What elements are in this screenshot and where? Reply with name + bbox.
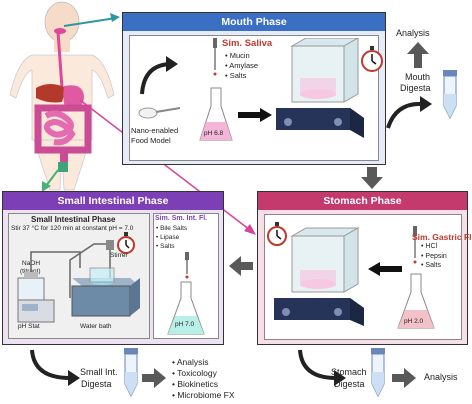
stomach-right-arrow-icon (392, 368, 416, 388)
intestinal-digesta-label-2: Digesta (81, 379, 112, 389)
intestinal-analysis-list: • Analysis • Toxicology • Biokinetics • … (172, 357, 235, 401)
intestine-stopwatch-icon (117, 232, 135, 254)
mouth-digesta-tube-icon (443, 70, 457, 120)
intestinal-digesta-label-1: Small Int. (80, 367, 118, 377)
up-arrow-icon (407, 42, 429, 68)
saliva-item: • Salts (225, 71, 247, 80)
down-arrow-icon (361, 167, 383, 189)
food-model-label-1: Nano-enabled (131, 126, 179, 135)
stomach-stir-plate-icon (274, 227, 364, 326)
intestinal-ph-label: pH 7.0 (175, 321, 195, 328)
intestinal-fluid-list: • Bile Salts • Lipase • Salts (156, 224, 187, 251)
stirrer-label: Stirrer (110, 252, 128, 259)
gastric-fluid-list: • HCl • Pepsin • Salts (421, 242, 447, 271)
stomach-digesta-label-1: Stomach (331, 367, 367, 377)
curved-arrow-icon (140, 56, 178, 95)
stomach-phase-title: Stomach Phase (258, 192, 467, 210)
human-anatomy-figure (9, 1, 115, 191)
stomach-digesta-tube-icon (371, 348, 385, 398)
analysis-list-item: • Analysis (172, 357, 209, 367)
analysis-list-item: • Microbiome FX (172, 390, 235, 400)
intestinal-fluid-title: Sim. Sm. Int. Fl. (155, 215, 208, 222)
saliva-item: • Mucin (225, 51, 250, 60)
intestinal-item: • Bile Salts (156, 225, 188, 232)
mouth-digesta-label-1: Mouth (405, 72, 431, 82)
gastric-flask-icon (397, 273, 435, 329)
food-model-label-2: Food Model (131, 136, 171, 145)
intestinal-flask-icon (167, 281, 205, 335)
intestinal-item: • Salts (156, 243, 175, 250)
curved-arrow-to-intestinal-digesta (30, 349, 80, 386)
stomach-stopwatch-icon (267, 222, 287, 246)
curved-arrow-to-mouth-digesta (386, 96, 432, 129)
stomach-digesta-label-2: Digesta (334, 379, 365, 389)
intestine-phase-title: Small Intestinal Phase (3, 192, 223, 210)
ph-stat-apparatus-icon (17, 240, 140, 323)
saliva-title: Sim. Saliva (222, 38, 273, 49)
mouth-analysis-label: Analysis (396, 28, 430, 38)
saliva-item: • Amylase (225, 61, 259, 70)
gastric-ph-label: pH 2.0 (404, 318, 424, 325)
gastric-item: • Salts (421, 262, 441, 269)
analysis-list-item: • Toxicology (172, 368, 217, 378)
gastric-item: • Pepsin (421, 252, 447, 260)
intestinal-pipette-icon (185, 252, 189, 279)
mouth-phase-title: Mouth Phase (123, 13, 385, 31)
intestine-panel-title: Small Intestinal Phase (31, 215, 116, 224)
ph-stat-label: pH Stat (18, 323, 40, 330)
intestinal-item: • Lipase (156, 234, 180, 241)
spoon-icon (138, 107, 181, 119)
saliva-list: • Mucin • Amylase • Salts (225, 51, 258, 81)
arrow-right-icon (238, 108, 272, 122)
mouth-ph-label: pH 6.8 (204, 130, 224, 137)
pipette-icon (213, 38, 217, 76)
water-bath-label: Water bath (80, 323, 112, 330)
mouth-digesta-label-2: Digesta (400, 83, 431, 93)
intestinal-digesta-tube-icon (124, 348, 138, 398)
stomach-analysis-label: Analysis (424, 372, 458, 382)
stomach-arrow-left-icon (368, 262, 402, 276)
mouth-stir-plate-icon (276, 38, 364, 138)
stopwatch-icon (361, 46, 383, 72)
arrow-intestine-to-phase (42, 169, 59, 192)
gastric-pipette-icon (413, 226, 417, 264)
analysis-list-item: • Biokinetics (172, 379, 218, 389)
arrow-mouth-to-phase (63, 13, 120, 27)
gastric-item: • HCl (421, 243, 438, 250)
gastric-fluid-title: Sim. Gastric Fl. (412, 232, 472, 242)
mouth-flask-icon (199, 87, 233, 141)
curved-arrow-to-stomach-digesta (298, 349, 346, 386)
intestine-panel-subtitle: Stir 37 °C for 120 min at constant pH = … (11, 225, 134, 232)
left-arrow-icon (229, 256, 253, 276)
right-arrow-icon (142, 368, 166, 388)
